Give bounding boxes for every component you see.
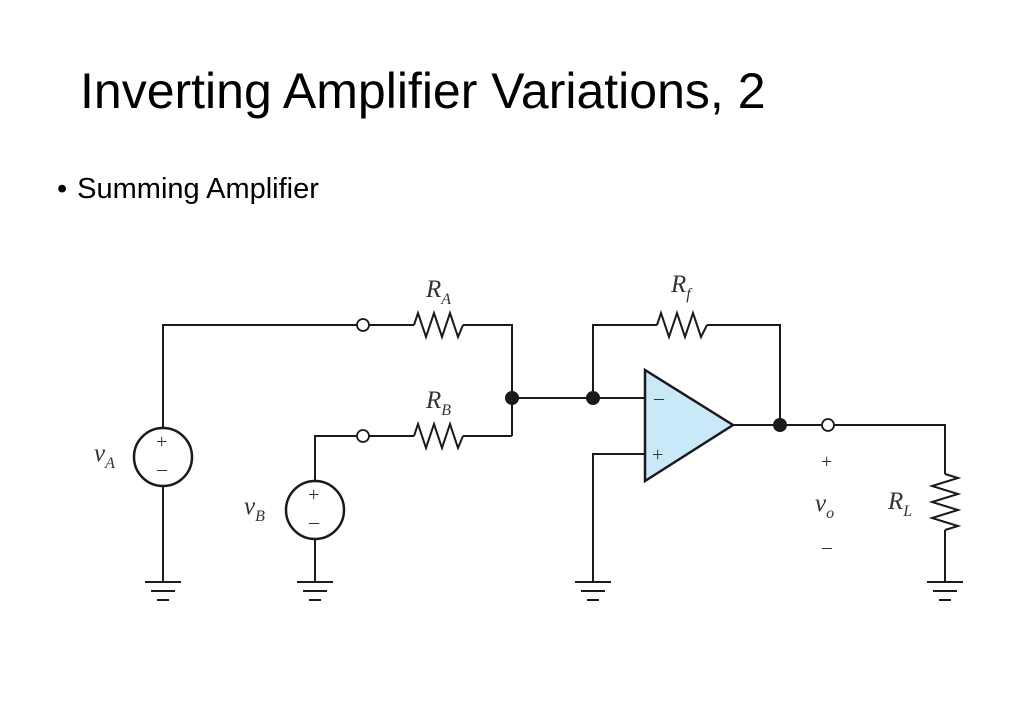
- resistor-rf: [656, 309, 708, 341]
- label-rf: Rf: [670, 271, 693, 303]
- op-amp-noninverting-sign: +: [652, 444, 663, 466]
- bullet-item-summing-amplifier: • Summing Amplifier: [57, 175, 319, 204]
- label-rb: RB: [425, 387, 451, 419]
- voltage-source-va-minus: –: [156, 458, 168, 480]
- ground-symbol-va: [145, 581, 181, 601]
- ground-symbol-opamp: [575, 581, 611, 601]
- junction-node-output: [773, 418, 787, 432]
- voltage-source-vb-plus: +: [308, 484, 319, 506]
- label-rl: RL: [887, 488, 912, 520]
- voltage-source-vb-minus: –: [308, 511, 320, 533]
- ground-symbol-load: [927, 581, 963, 601]
- slide-title: Inverting Amplifier Variations, 2: [80, 63, 766, 119]
- voltage-source-va-plus: +: [156, 431, 167, 453]
- junction-node-feedback: [586, 391, 600, 405]
- op-amp-triangle: [643, 367, 736, 484]
- circuit-wires: [162, 324, 946, 582]
- voltage-source-vb: [284, 479, 346, 541]
- input-terminal-b: [356, 429, 370, 443]
- label-ra: RA: [425, 276, 451, 308]
- ground-symbol-vb: [297, 581, 333, 601]
- output-voltage-minus: –: [821, 536, 833, 558]
- input-terminal-a: [356, 318, 370, 332]
- output-voltage-plus: +: [821, 451, 832, 473]
- junction-node-summing: [505, 391, 519, 405]
- op-amp-inverting-sign: –: [653, 387, 665, 409]
- bullet-dot: •: [57, 173, 68, 205]
- label-vb: vB: [244, 493, 265, 525]
- label-va: vA: [94, 440, 115, 472]
- bullet-text: Summing Amplifier: [77, 173, 319, 205]
- resistor-rb: [413, 420, 464, 452]
- resistor-rl: [928, 473, 962, 531]
- output-terminal: [821, 418, 835, 432]
- label-vo: vo: [815, 490, 834, 522]
- resistor-ra: [413, 309, 464, 341]
- voltage-source-va: [132, 426, 194, 488]
